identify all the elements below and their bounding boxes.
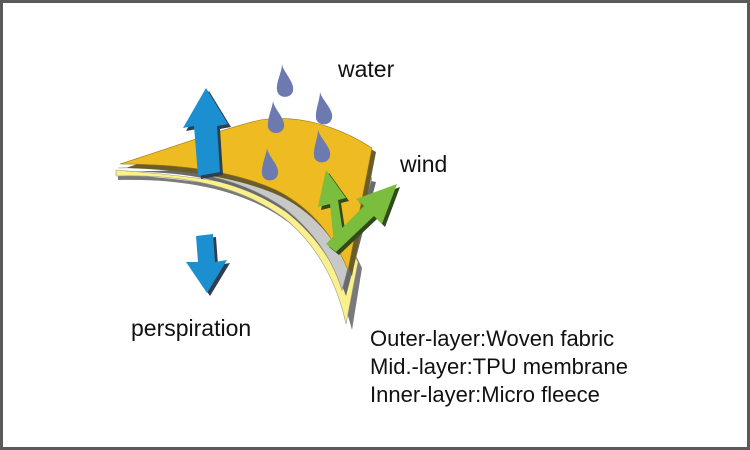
layer-legend: Outer-layer:Woven fabric Mid.-layer:TPU … [370, 325, 628, 409]
water-drop [261, 148, 279, 181]
water-drop [315, 92, 333, 125]
legend-inner-layer: Inner-layer:Micro fleece [370, 382, 600, 407]
water-drop [267, 101, 285, 133]
water-drop [276, 64, 294, 97]
perspiration-arrow-up [183, 88, 231, 179]
water-drops [261, 64, 333, 181]
perspiration-arrow-down [186, 234, 230, 296]
wind-arrow-upright [326, 184, 400, 255]
legend-outer-layer: Outer-layer:Woven fabric [370, 326, 615, 351]
wind-label: wind [400, 151, 448, 177]
legend-mid-layer: Mid.-layer:TPU membrane [370, 354, 628, 379]
water-drop [313, 130, 331, 163]
perspiration-label: perspiration [131, 315, 252, 341]
water-label: water [338, 56, 395, 82]
